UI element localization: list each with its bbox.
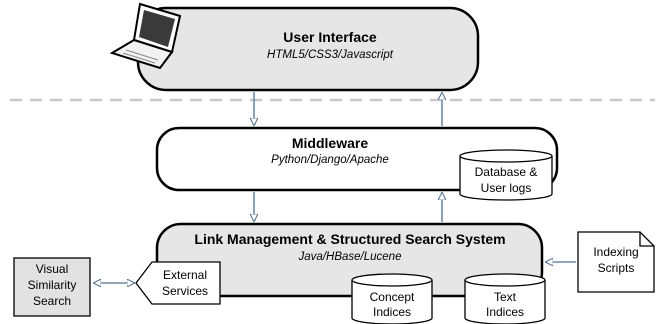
middleware-title: Middleware bbox=[291, 135, 369, 151]
middleware-subtitle: Python/Django/Apache bbox=[271, 154, 389, 166]
link-management-subtitle: Java/HBase/Lucene bbox=[298, 251, 402, 263]
concept-indices-label-line2: Indices bbox=[372, 305, 412, 319]
external-services-label-line2: Services bbox=[161, 284, 208, 298]
indexing-scripts-doc bbox=[577, 231, 655, 293]
indexing-scripts-label-line1: Indexing bbox=[593, 245, 639, 259]
laptop-icon bbox=[109, 2, 182, 70]
middleware-layer bbox=[155, 126, 559, 192]
text-indices-cylinder bbox=[464, 273, 546, 324]
database-label-line2: User logs bbox=[480, 181, 532, 195]
visual-similarity-label-line1: Visual bbox=[35, 262, 69, 276]
database-cylinder bbox=[459, 149, 553, 201]
external-services-label-line1: External bbox=[162, 268, 208, 282]
concept-indices-label-line1: Concept bbox=[369, 290, 415, 304]
database-label-line1: Database & bbox=[474, 165, 538, 179]
link-management-title: Link Management & Structured Search Syst… bbox=[194, 231, 506, 247]
user-interface-subtitle: HTML5/CSS3/Javascript bbox=[267, 49, 393, 61]
indexing-scripts-label-line2: Scripts bbox=[597, 261, 635, 275]
user-interface-title: User Interface bbox=[283, 29, 377, 45]
text-indices-label-line2: Indices bbox=[485, 305, 525, 319]
concept-indices-cylinder bbox=[351, 273, 433, 324]
link-management-layer bbox=[155, 222, 544, 298]
external-services-shape bbox=[135, 261, 221, 305]
text-indices-label-line1: Text bbox=[493, 290, 516, 304]
visual-similarity-label-line3: Search bbox=[32, 294, 72, 308]
visual-similarity-label-line2: Similarity bbox=[27, 278, 77, 292]
visual-similarity-box bbox=[13, 257, 91, 317]
